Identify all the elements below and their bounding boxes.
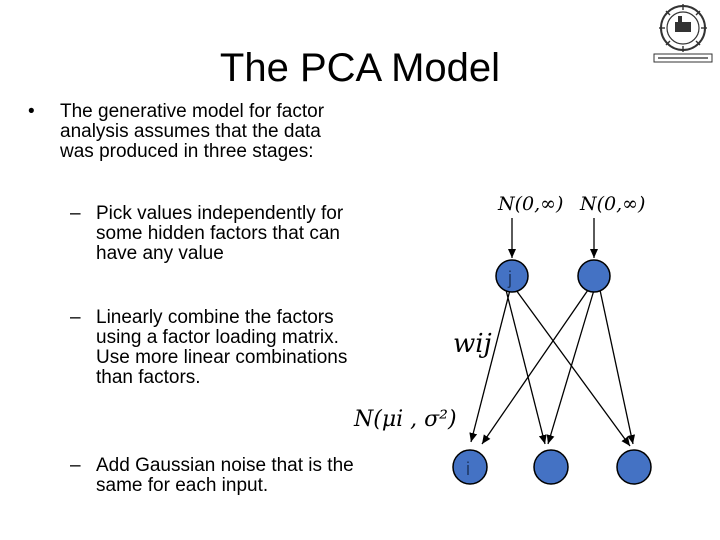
slide-title: The PCA Model: [0, 44, 720, 92]
subbullet-1: – Pick values independently for some hid…: [70, 204, 381, 264]
visible-node-3: [616, 449, 652, 485]
subbullet-2-text: Linearly combine the factors using a fac…: [96, 307, 348, 388]
weight-label: wij: [453, 329, 492, 359]
edge-h1-v1: [469, 289, 511, 443]
edge-h2-v2: [546, 289, 595, 445]
edge-h2-v1: [481, 289, 589, 445]
subbullet-1-text: Pick values independently for some hidde…: [96, 203, 344, 264]
edge-h1-v3: [515, 289, 631, 447]
noise-label: N(μi , σ²): [353, 407, 457, 432]
subbullet-dash: –: [70, 203, 81, 224]
visible-node-label: i: [466, 459, 470, 479]
edge-h2-v3: [599, 289, 636, 445]
subbullet-dash: –: [70, 307, 81, 328]
bullet-dot: •: [28, 101, 35, 122]
main-bullet-text: The generative model for factor analysis…: [60, 101, 325, 162]
slide-title-text: The PCA Model: [219, 46, 501, 90]
university-seal-icon: [653, 4, 713, 63]
bullet-list: • The generative model for factor analys…: [28, 102, 358, 162]
hidden-node-j: [495, 259, 529, 293]
hidden-node-2: [577, 259, 611, 293]
prior-label-1: N(0,∞): [497, 193, 563, 215]
edge-h1-v2: [505, 289, 547, 445]
visible-node-i: [452, 449, 488, 485]
subbullet-3: – Add Gaussian noise that is the same fo…: [70, 456, 386, 496]
prior-label-2: N(0,∞): [579, 193, 645, 215]
factor-model-diagram: N(0,∞) N(0,∞) j wij N(μi , σ²) i: [353, 193, 652, 485]
visible-node-2: [533, 449, 569, 485]
subbullet-2: – Linearly combine the factors using a f…: [70, 308, 376, 388]
subbullet-dash: –: [70, 455, 81, 476]
hidden-node-label: j: [507, 268, 512, 288]
subbullet-3-text: Add Gaussian noise that is the same for …: [96, 455, 354, 496]
main-bullet: • The generative model for factor analys…: [28, 102, 358, 162]
